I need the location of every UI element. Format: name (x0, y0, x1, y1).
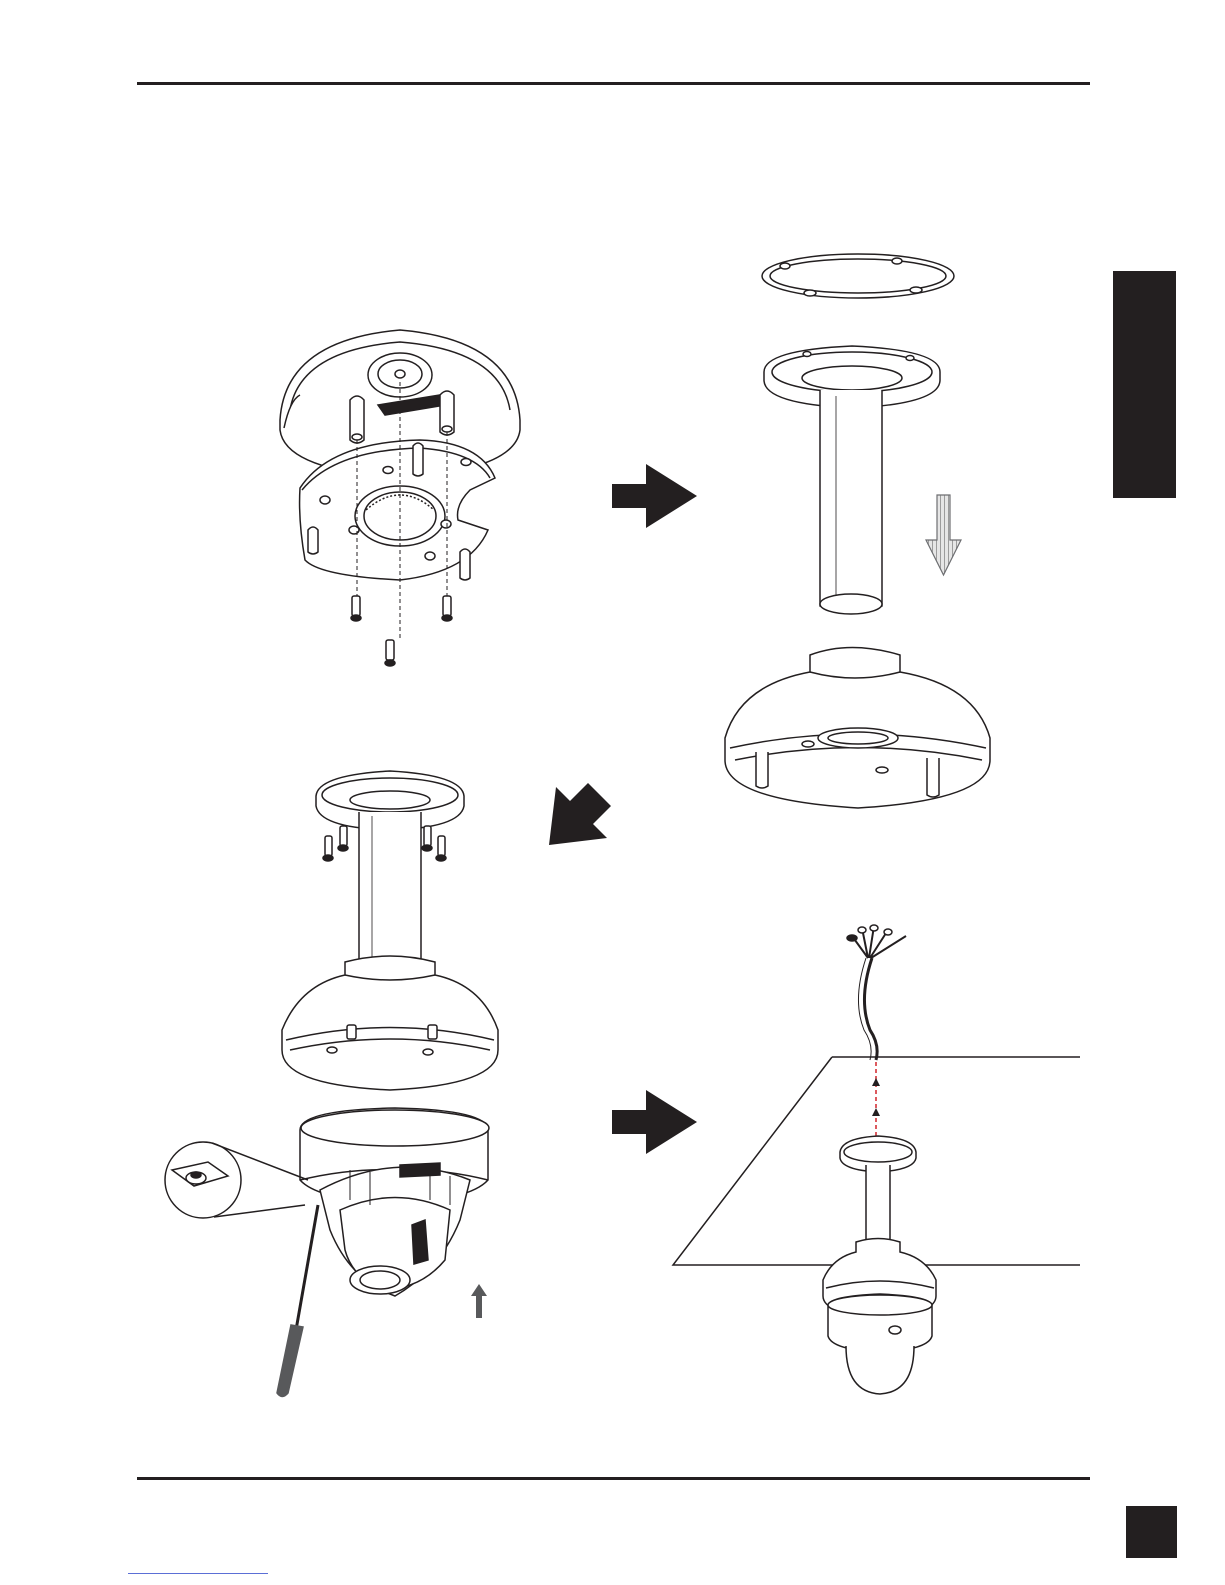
right-arrow (612, 1090, 697, 1154)
step-3-mount-assembly-and-camera (165, 771, 498, 1397)
step-1-base-plate-assembly (280, 330, 520, 666)
right-arrow (612, 464, 697, 528)
up-arrow-icon (471, 1284, 487, 1318)
down-arrow-icon (926, 495, 961, 575)
diagonal-arrow (549, 783, 611, 845)
step-4-ceiling-installation (673, 925, 1080, 1394)
